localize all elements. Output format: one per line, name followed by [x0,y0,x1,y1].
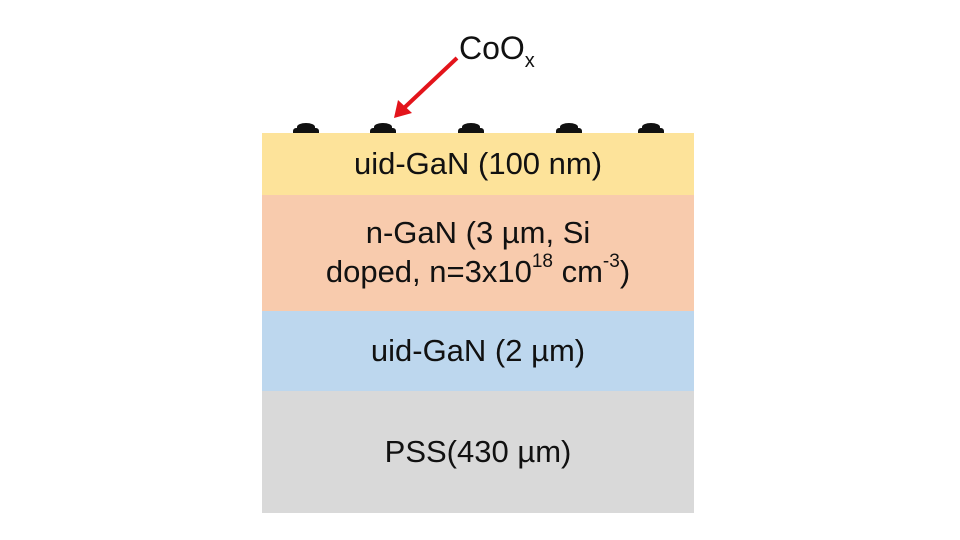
coox-label: CoOx [459,30,535,72]
text: ) [619,254,631,289]
layer-uid-gan-100nm: uid-GaN (100 nm) [262,133,694,195]
layer-n-gan: n-GaN (3 µm, Si doped, n=3x1018 cm-3) [262,195,694,311]
layer-label-line1: n-GaN (3 µm, Si [365,215,591,251]
layer-uid-gan-2um: uid-GaN (2 µm) [262,311,694,391]
exponent: 18 [531,251,553,272]
coox-particle [556,123,582,133]
layer-pss: PSS(430 µm) [262,391,694,513]
layer-label-line2: doped, n=3x1018 cm-3) [325,251,631,292]
coox-label-main: CoO [459,30,525,66]
text: cm [552,254,603,289]
layer-label: PSS(430 µm) [384,433,572,469]
coox-particle [370,123,396,133]
coox-particle [293,123,319,133]
coox-particle [638,123,664,133]
arrow-head [394,100,412,118]
coox-particle [458,123,484,133]
coox-label-subscript: x [524,50,535,72]
arrow-shaft [402,56,459,110]
text: doped, n=3x10 [325,254,532,289]
layer-label: uid-GaN (2 µm) [370,332,586,368]
layer-label: n-GaN (3 µm, Si doped, n=3x1018 cm-3) [326,214,630,292]
layer-label: uid-GaN (100 nm) [353,145,603,181]
exponent: -3 [602,251,620,272]
